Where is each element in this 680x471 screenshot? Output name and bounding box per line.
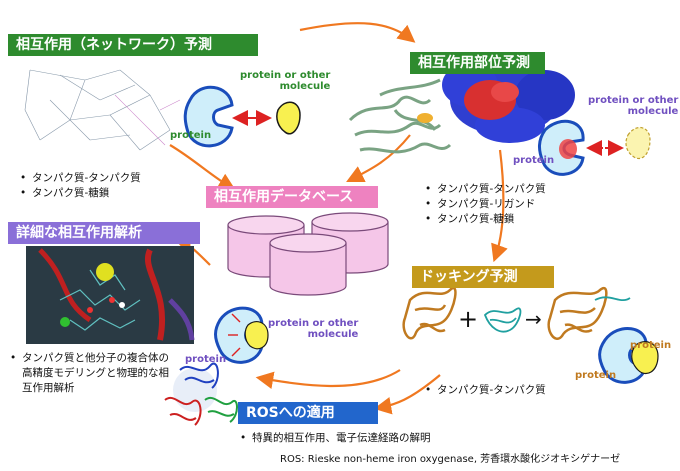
- protein-shape-network: [183, 85, 234, 148]
- ligand-shape-detail: [244, 321, 269, 350]
- label-protein-or-other-text: protein or other: [240, 70, 331, 81]
- label-molecule-site-text: molecule: [627, 106, 679, 117]
- banner-site: 相互作用部位予測: [410, 52, 545, 74]
- banner-network: 相互作用（ネットワーク）予測: [8, 34, 258, 56]
- docking-molecule-a: [402, 286, 457, 340]
- ligand-shape-network: [276, 101, 301, 135]
- arrow-docking-to-ros: [373, 374, 441, 415]
- banner-ros: ROSへの適用: [238, 402, 378, 424]
- network-graph: [24, 69, 181, 151]
- ribbon-protein-site: [348, 78, 452, 154]
- database-cylinders: [227, 212, 389, 296]
- network-item-0: タンパク質-タンパク質: [20, 171, 141, 186]
- ros-enzyme-structure: [164, 362, 238, 426]
- arrow-detail-to-ros: [255, 369, 401, 389]
- label-protein-site: protein: [513, 155, 555, 166]
- label-protein-or-other-detail-text: protein or other: [268, 318, 359, 329]
- detail-bullets: タンパク質と他分子の複合体の高精度モデリングと物理的な相互作用解析: [10, 351, 170, 396]
- banner-docking: ドッキング予測: [412, 266, 554, 288]
- label-molecule-detail-text: molecule: [307, 329, 359, 340]
- label-protein-or-other-network: protein or other molecule: [240, 70, 330, 92]
- arrow-site-to-db: [346, 134, 411, 182]
- site-bullets: タンパク質-タンパク質 タンパク質-リガンド タンパク質-糖鎖: [425, 182, 546, 227]
- label-protein-network: protein: [170, 130, 212, 141]
- banner-detail: 詳細な相互作用解析: [8, 222, 200, 244]
- ros-item-0: 特異的相互作用、電子伝達経路の解明: [240, 431, 431, 446]
- docking-item-0: タンパク質-タンパク質: [425, 383, 546, 398]
- site-item-2: タンパク質-糖鎖: [425, 212, 546, 227]
- network-bullets: タンパク質-タンパク質 タンパク質-糖鎖: [20, 171, 141, 201]
- yields-arrow: →: [525, 307, 542, 331]
- label-protein-docking-1: protein: [630, 340, 672, 351]
- label-molecule-text: molecule: [279, 81, 331, 92]
- molecular-render-detail: [26, 246, 195, 344]
- arrow-network-to-db: [169, 144, 236, 191]
- ros-bullets: 特異的相互作用、電子伝達経路の解明: [240, 431, 431, 446]
- label-protein-docking-2: protein: [575, 370, 617, 381]
- footnote: ROS: Rieske non-heme iron oxygenase, 芳香環…: [280, 454, 621, 465]
- arrow-network-to-site: [299, 22, 416, 43]
- label-protein-or-other-detail: protein or other molecule: [268, 318, 358, 340]
- ligand-shape-docking: [631, 341, 659, 375]
- label-protein-ros: protein: [185, 354, 227, 365]
- plus-symbol: +: [458, 305, 479, 333]
- network-item-1: タンパク質-糖鎖: [20, 186, 141, 201]
- label-protein-or-other-site: protein or other molecule: [588, 95, 678, 117]
- surface-protein-site: [442, 63, 575, 143]
- site-item-1: タンパク質-リガンド: [425, 197, 546, 212]
- site-item-0: タンパク質-タンパク質: [425, 182, 546, 197]
- ligand-shape-site-dashed: [625, 127, 651, 160]
- label-protein-or-other-site-text: protein or other: [588, 95, 679, 106]
- docking-molecule-b: [483, 307, 522, 333]
- detail-item-0: タンパク質と他分子の複合体の高精度モデリングと物理的な相互作用解析: [10, 351, 170, 396]
- banner-database: 相互作用データベース: [206, 186, 378, 208]
- docking-bullets: タンパク質-タンパク質: [425, 383, 546, 398]
- docking-complex: [547, 286, 608, 340]
